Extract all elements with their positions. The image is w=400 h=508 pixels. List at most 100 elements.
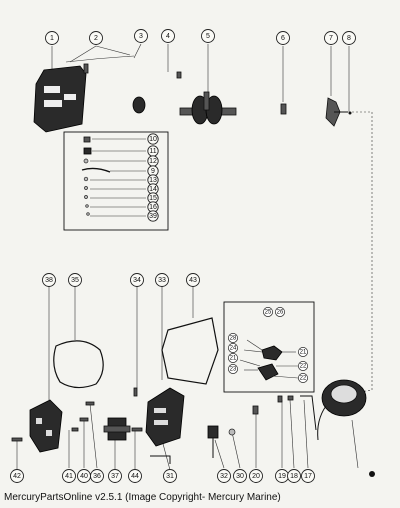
- svg-text:23: 23: [230, 366, 237, 372]
- part-callout: 10: [147, 133, 159, 145]
- part-callout: 8: [342, 31, 356, 45]
- svg-text:37: 37: [111, 473, 119, 480]
- lever-part: [325, 97, 352, 127]
- svg-text:33: 33: [158, 277, 166, 284]
- svg-text:15: 15: [149, 195, 157, 202]
- inset-callout: 26: [275, 307, 285, 317]
- switch-part: [207, 425, 236, 458]
- part-callout: 31: [163, 469, 177, 483]
- svg-text:16: 16: [149, 204, 157, 211]
- part-callout: 30: [233, 469, 247, 483]
- part-callout: 36: [90, 469, 104, 483]
- part-callout: 17: [301, 469, 315, 483]
- part-callout: 41: [62, 469, 76, 483]
- part-callout: 42: [10, 469, 24, 483]
- part-callout: 4: [161, 29, 175, 43]
- screws-part: [11, 387, 171, 464]
- crankshaft-part: [179, 91, 237, 125]
- part-callout: 37: [108, 469, 122, 483]
- svg-text:6: 6: [281, 35, 285, 42]
- part-callout: 35: [68, 273, 82, 287]
- part-callout: 19: [275, 469, 289, 483]
- cover-part: [145, 387, 185, 447]
- small-fittings-part: [277, 395, 317, 431]
- part-callout: 43: [186, 273, 200, 287]
- inset-callout: 25: [263, 307, 273, 317]
- part-callout: 38: [42, 273, 56, 287]
- svg-text:24: 24: [230, 345, 237, 351]
- stator-part: [317, 379, 375, 477]
- svg-text:21: 21: [230, 355, 237, 361]
- svg-text:41: 41: [65, 473, 73, 480]
- pin-part: [65, 55, 135, 74]
- svg-text:26: 26: [277, 309, 284, 315]
- spacer-part: [280, 103, 287, 115]
- svg-text:32: 32: [220, 473, 228, 480]
- svg-text:35: 35: [71, 277, 79, 284]
- inset-callout: 21: [228, 353, 238, 363]
- svg-text:21: 21: [300, 349, 307, 355]
- part-callout: 18: [287, 469, 301, 483]
- clip-part: [252, 405, 259, 415]
- part-callout: 39: [147, 210, 159, 222]
- svg-text:17: 17: [304, 473, 312, 480]
- svg-text:22: 22: [300, 363, 307, 369]
- part-callout: 3: [134, 29, 148, 43]
- svg-text:36: 36: [93, 473, 101, 480]
- bushing-part: [132, 71, 182, 114]
- svg-text:10: 10: [149, 136, 157, 143]
- inset-callout: 22: [298, 361, 308, 371]
- part-callout: 20: [249, 469, 263, 483]
- part-callout: 34: [130, 273, 144, 287]
- inset-callout: 23: [228, 364, 238, 374]
- gasket-part: [53, 340, 104, 389]
- exploded-parts-diagram: 1234567810111291314151639383534334342414…: [10, 29, 375, 483]
- svg-text:11: 11: [149, 148, 156, 155]
- svg-text:4: 4: [166, 33, 170, 40]
- part-callout: 6: [276, 31, 290, 45]
- inset-callout: 24: [228, 343, 238, 353]
- leader-lines: [16, 43, 373, 471]
- svg-text:5: 5: [206, 33, 210, 40]
- part-callout: 44: [128, 469, 142, 483]
- svg-text:9: 9: [151, 168, 155, 175]
- svg-text:1: 1: [50, 35, 54, 42]
- part-callout: 11: [147, 145, 159, 157]
- svg-text:12: 12: [149, 158, 157, 165]
- part-callout: 2: [89, 31, 103, 45]
- svg-text:28: 28: [230, 335, 237, 341]
- inset-callout: 28: [228, 333, 238, 343]
- svg-text:14: 14: [149, 186, 157, 193]
- copyright-footer: MercuryPartsOnline v2.5.1 (Image Copyrig…: [4, 492, 281, 503]
- svg-text:7: 7: [329, 35, 333, 42]
- svg-text:38: 38: [45, 277, 53, 284]
- hardware-inset: [63, 131, 169, 231]
- svg-text:19: 19: [278, 473, 286, 480]
- valve-part: [103, 417, 131, 441]
- cover-gasket-part: [161, 317, 219, 385]
- housing-part: [29, 399, 63, 453]
- part-callout: 32: [217, 469, 231, 483]
- svg-text:42: 42: [13, 473, 21, 480]
- inset-callout: 22: [298, 373, 308, 383]
- svg-text:3: 3: [139, 33, 143, 40]
- svg-text:34: 34: [133, 277, 141, 284]
- part-callout: 7: [324, 31, 338, 45]
- part-callout: 40: [77, 469, 91, 483]
- svg-text:31: 31: [166, 473, 174, 480]
- part-callout: 1: [45, 31, 59, 45]
- part-callout: 5: [201, 29, 215, 43]
- svg-text:25: 25: [265, 309, 272, 315]
- linkage-inset: [223, 301, 315, 393]
- svg-text:8: 8: [347, 35, 351, 42]
- svg-text:22: 22: [300, 375, 307, 381]
- part-callout: 12: [147, 155, 159, 167]
- svg-text:43: 43: [189, 277, 197, 284]
- svg-text:18: 18: [290, 473, 298, 480]
- svg-text:2: 2: [94, 35, 98, 42]
- cowl-side-part: [33, 65, 87, 133]
- inset-callout: 21: [298, 347, 308, 357]
- svg-text:40: 40: [80, 473, 88, 480]
- svg-text:39: 39: [149, 213, 157, 220]
- part-callout: 33: [155, 273, 169, 287]
